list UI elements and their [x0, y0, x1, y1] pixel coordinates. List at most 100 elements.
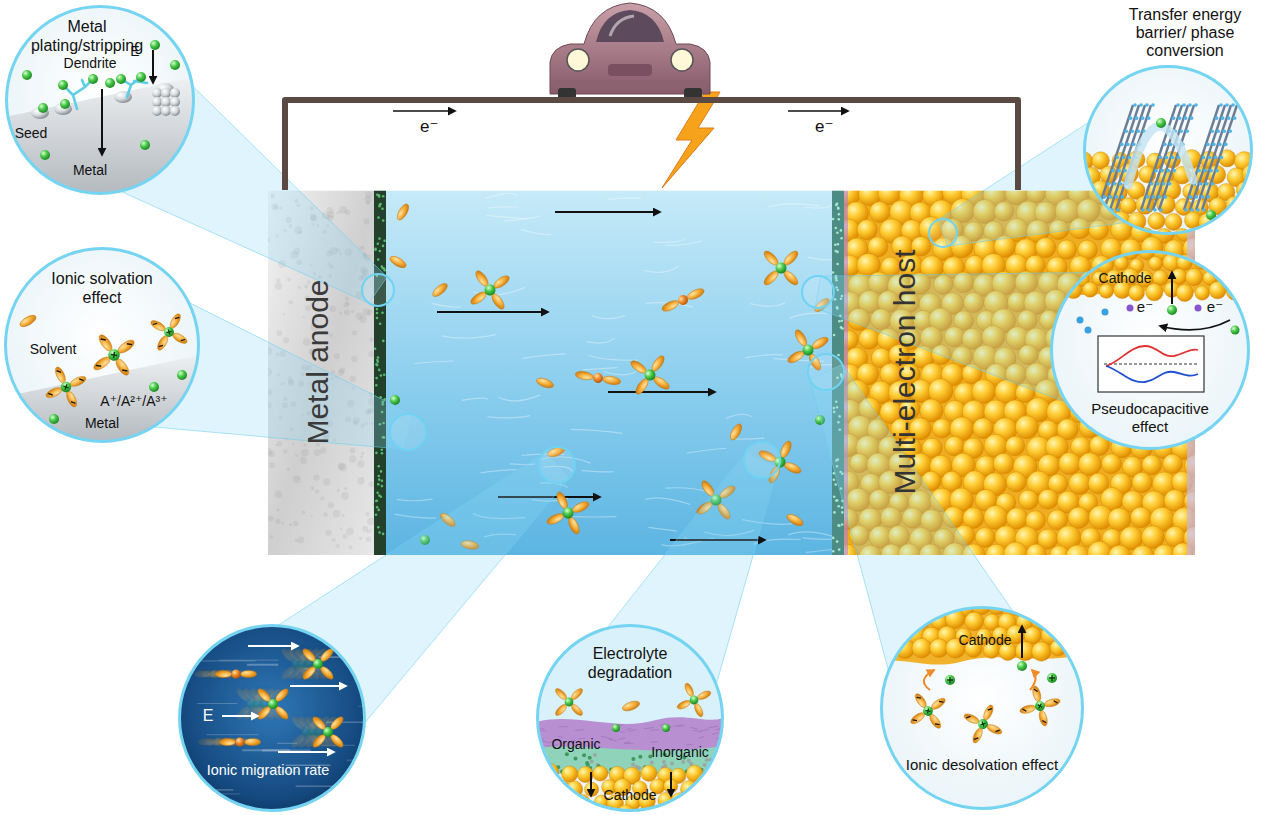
- water-caustic: [665, 241, 702, 246]
- ion-dot: [374, 248, 377, 251]
- solvent-molecule: [575, 370, 594, 381]
- particle: [1005, 436, 1024, 455]
- anode-texture: [275, 282, 283, 290]
- ion-dot: [838, 320, 841, 323]
- water-caustic: [788, 532, 832, 536]
- anode-texture: [349, 455, 357, 463]
- ion-dot: [382, 195, 385, 198]
- ion-dot: [1156, 118, 1166, 128]
- ion-dot: [149, 382, 159, 392]
- anode-texture: [300, 457, 307, 464]
- particle: [993, 453, 1014, 474]
- water-caustic: [442, 334, 497, 338]
- solvated-ion: [256, 687, 290, 721]
- direction-arrow: [670, 772, 672, 796]
- ion-dot: [60, 99, 70, 109]
- solvent-molecule: [686, 287, 706, 302]
- organic-texture: [608, 738, 613, 739]
- solvent-molecule: [693, 702, 705, 718]
- motion-streak: [296, 785, 355, 787]
- ion-dot: [1141, 208, 1145, 212]
- ion-dot: [833, 478, 836, 481]
- ion-dot: [378, 494, 381, 497]
- particle: [1004, 542, 1028, 555]
- ion-dot: [835, 499, 838, 502]
- ion-dot: [1151, 103, 1155, 107]
- ion-dot: [1184, 208, 1188, 212]
- particle: [1099, 284, 1113, 298]
- water-caustic: [644, 266, 679, 272]
- water-caustic: [653, 238, 686, 243]
- anode-texture: [349, 545, 353, 549]
- callout-circle: Ionic migration rateE: [178, 624, 366, 812]
- ion-dot: [381, 208, 384, 211]
- ion-dot: [1160, 169, 1164, 173]
- ion-core: [922, 705, 933, 716]
- particle: [1142, 455, 1162, 475]
- solvent-molecule: [241, 670, 257, 677]
- ion-core: [688, 694, 699, 705]
- ion-dot: [136, 72, 146, 82]
- ion-dot: [1147, 208, 1151, 212]
- particle: [1108, 545, 1130, 555]
- ion-dot: [1162, 182, 1166, 186]
- solvent-molecule: [215, 670, 231, 677]
- anode-texture: [366, 512, 370, 516]
- ion-pair: [219, 738, 260, 747]
- plus-sign: [110, 351, 117, 358]
- direction-arrow: [608, 391, 715, 393]
- ion-dot: [841, 506, 844, 509]
- ion-dot: [1224, 143, 1228, 147]
- ion-dot: [1178, 116, 1182, 120]
- cv-plot-frame: [1098, 336, 1204, 392]
- ion-dot: [670, 762, 674, 766]
- particle: [1148, 256, 1162, 270]
- ion-dot: [1130, 129, 1134, 133]
- metal-cluster: [170, 88, 180, 98]
- ion-dot: [1164, 195, 1168, 199]
- particle: [1203, 244, 1219, 260]
- ion-core: [313, 659, 323, 669]
- ion-dot: [1189, 195, 1193, 199]
- ion-dot: [1124, 129, 1128, 133]
- water-caustic: [648, 527, 676, 531]
- minus-sign: [159, 345, 163, 346]
- ion-dot: [379, 250, 382, 253]
- particle: [1163, 454, 1183, 474]
- anode-texture: [302, 511, 306, 515]
- particle: [1132, 546, 1155, 556]
- ion-pair: [574, 369, 621, 387]
- water-caustic: [803, 538, 832, 539]
- particle: [871, 594, 890, 613]
- ion-dot: [836, 202, 839, 205]
- ion-dot: [582, 753, 586, 757]
- particle: [1091, 213, 1109, 231]
- node-title: Metal anode: [300, 279, 336, 444]
- particle: [988, 596, 1006, 614]
- ion-dot: [1202, 208, 1206, 212]
- minus-sign: [127, 343, 132, 345]
- ion-dot: [841, 511, 844, 514]
- ion-dot: [1218, 143, 1222, 147]
- anode-texture: [297, 537, 304, 544]
- ion-dot: [1202, 156, 1206, 160]
- solvent-molecule: [53, 366, 67, 385]
- ion-dot: [832, 550, 835, 553]
- anode-texture: [320, 497, 324, 501]
- particle: [535, 805, 552, 815]
- ion-dot: [631, 763, 635, 767]
- ion-dot: [1017, 661, 1027, 671]
- anode-texture: [369, 481, 375, 487]
- ion-dot: [1179, 129, 1183, 133]
- ion-dot: [681, 760, 685, 764]
- solvent-molecule: [1043, 697, 1061, 708]
- node-title: Transfer energy barrier/ phase conversio…: [1120, 6, 1250, 60]
- anode-texture: [295, 454, 297, 456]
- particle: [1156, 229, 1173, 246]
- water-caustic: [523, 354, 566, 358]
- ion-dot: [377, 356, 380, 359]
- direction-arrow: [248, 645, 298, 647]
- water-caustic: [415, 361, 455, 364]
- ion-dot: [1206, 143, 1210, 147]
- particle: [1228, 231, 1245, 248]
